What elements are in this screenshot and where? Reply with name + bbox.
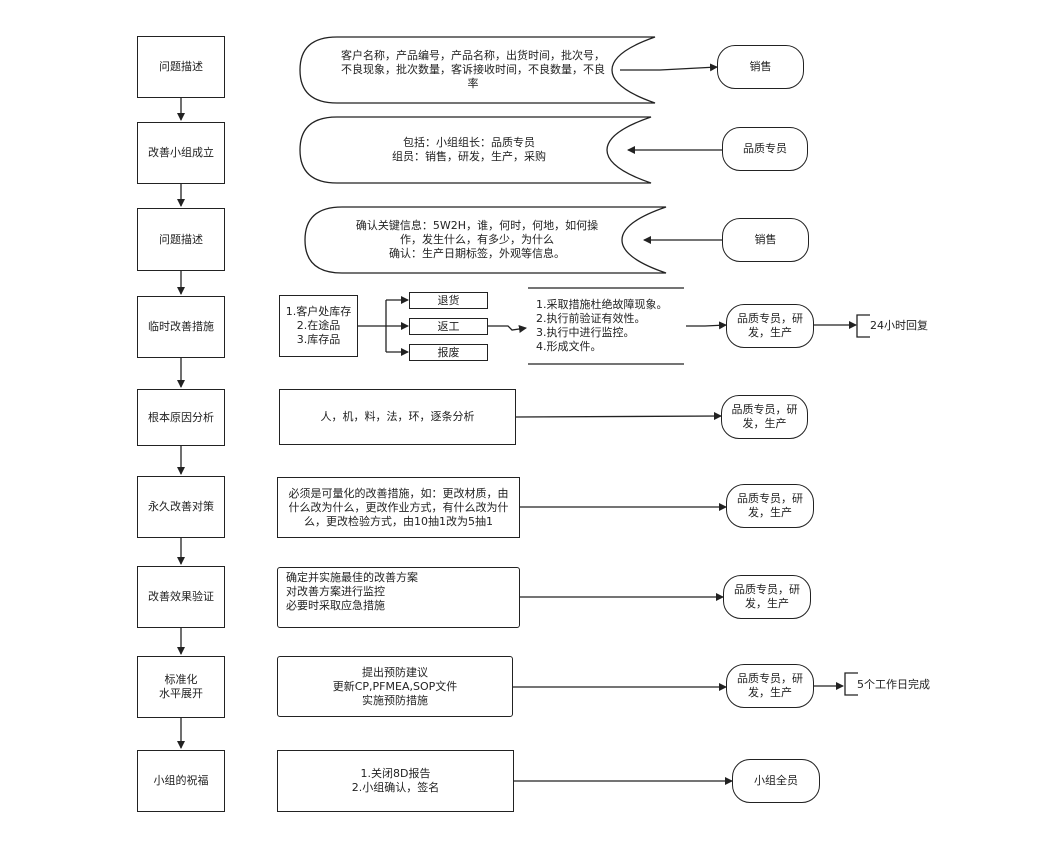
owner-sales-1: 销售 xyxy=(717,45,804,89)
note-text: 5个工作日完成 xyxy=(857,678,930,691)
content-temporary-actions: 1.采取措施杜绝故障现象。 2.执行前验证有效性。 3.执行中进行监控。 4.形… xyxy=(530,292,686,360)
owner-quality-rd-production-1: 品质专员，研发，生产 xyxy=(726,304,814,348)
step-label: 根本原因分析 xyxy=(148,410,214,424)
owner-quality-specialist: 品质专员 xyxy=(722,127,808,171)
owner-quality-rd-production-5: 品质专员，研发，生产 xyxy=(726,664,814,708)
owner-arrows xyxy=(513,63,857,785)
content-close-report: 1.关闭8D报告 2.小组确认，签名 xyxy=(277,750,514,812)
option-return: 退货 xyxy=(409,292,488,309)
owner-label: 销售 xyxy=(754,233,777,246)
step-label: 改善效果验证 xyxy=(148,590,214,603)
step-label: 小组的祝福 xyxy=(153,774,209,787)
content-root-cause: 人，机，料，法，环，逐条分析 xyxy=(279,389,516,445)
step-label: 问题描述 xyxy=(159,232,203,246)
step-problem-description-1: 问题描述 xyxy=(137,36,225,98)
content-text: 确定并实施最佳的改善方案 对改善方案进行监控 必要时采取应急措施 xyxy=(286,571,418,612)
content-verification: 确定并实施最佳的改善方案 对改善方案进行监控 必要时采取应急措施 xyxy=(277,567,520,628)
owner-quality-rd-production-4: 品质专员，研发，生产 xyxy=(723,575,811,619)
step-team-formation: 改善小组成立 xyxy=(137,122,225,184)
owner-sales-2: 销售 xyxy=(722,218,809,262)
content-key-info: 确认关键信息：5W2H，谁，何时，何地，如何操作，发生什么，有多少，为什么 确认… xyxy=(345,212,609,268)
step-temporary-measures: 临时改善措施 xyxy=(137,296,225,358)
option-label: 退货 xyxy=(437,293,460,307)
step-effect-verification: 改善效果验证 xyxy=(137,566,225,628)
owner-quality-rd-production-2: 品质专员，研发，生产 xyxy=(721,395,808,439)
owner-label: 品质专员，研发，生产 xyxy=(737,672,803,699)
content-text: 确认关键信息：5W2H，谁，何时，何地，如何操作，发生什么，有多少，为什么 确认… xyxy=(355,219,599,260)
content-team-members: 包括：小组组长：品质专员 组员：销售，研发，生产，采购 xyxy=(336,124,602,176)
stored-data-shape-2 xyxy=(299,116,652,184)
option-label: 报废 xyxy=(437,345,460,359)
actions-rules xyxy=(528,287,684,365)
owner-label: 品质专员，研发，生产 xyxy=(737,312,803,339)
step-problem-description-2: 问题描述 xyxy=(137,208,225,271)
content-text: 人，机，料，法，环，逐条分析 xyxy=(320,410,475,423)
option-rework: 返工 xyxy=(409,318,488,335)
content-standardization: 提出预防建议 更新CP,PFMEA,SOP文件 实施预防措施 xyxy=(277,656,513,717)
step-team-congratulation: 小组的祝福 xyxy=(137,750,225,812)
content-text: 必须是可量化的改善措施，如：更改材质，由什么改为什么，更改作业方式，有什么改为什… xyxy=(288,486,509,528)
step-permanent-countermeasures: 永久改善对策 xyxy=(137,476,225,538)
step-label: 永久改善对策 xyxy=(148,500,214,513)
stored-data-shape-3 xyxy=(304,206,667,274)
content-text: 提出预防建议 更新CP,PFMEA,SOP文件 实施预防措施 xyxy=(332,665,458,707)
step-standardization: 标准化 水平展开 xyxy=(137,656,225,718)
annotation-brackets xyxy=(844,314,870,696)
content-complaint-info: 客户名称，产品编号，产品名称，出货时间，批次号，不良现象，批次数量，客诉接收时间… xyxy=(336,42,610,98)
owner-label: 小组全员 xyxy=(754,774,798,787)
option-label: 返工 xyxy=(437,319,460,333)
note-5-workdays: 5个工作日完成 xyxy=(857,676,947,694)
content-permanent-measures: 必须是可量化的改善措施，如：更改材质，由什么改为什么，更改作业方式，有什么改为什… xyxy=(277,477,520,538)
step-label: 改善小组成立 xyxy=(148,146,214,159)
content-text: 包括：小组组长：品质专员 组员：销售，研发，生产，采购 xyxy=(392,136,546,163)
owner-label: 品质专员 xyxy=(743,142,787,155)
option-scrap: 报废 xyxy=(409,344,488,361)
step-label: 标准化 水平展开 xyxy=(159,673,203,700)
note-text: 24小时回复 xyxy=(870,319,928,332)
stored-data-shapes xyxy=(299,36,667,274)
stored-data-shape-1 xyxy=(299,36,656,104)
owner-label: 品质专员，研发，生产 xyxy=(731,403,798,430)
content-text: 1.采取措施杜绝故障现象。 2.执行前验证有效性。 3.执行中进行监控。 4.形… xyxy=(536,298,668,353)
owner-label: 销售 xyxy=(749,60,772,73)
step-label: 临时改善措施 xyxy=(148,320,214,333)
step-root-cause-analysis: 根本原因分析 xyxy=(137,389,225,446)
content-text: 客户名称，产品编号，产品名称，出货时间，批次号，不良现象，批次数量，客诉接收时间… xyxy=(341,49,605,90)
content-text: 1.客户处库存 2.在途品 3.库存品 xyxy=(285,305,352,346)
owner-all-team: 小组全员 xyxy=(732,759,820,803)
note-24h-reply: 24小时回复 xyxy=(870,317,940,335)
owner-label: 品质专员，研发，生产 xyxy=(734,583,800,610)
step-label: 问题描述 xyxy=(159,60,203,73)
content-stock-locations: 1.客户处库存 2.在途品 3.库存品 xyxy=(279,295,358,357)
branch-connectors xyxy=(358,296,527,356)
content-text: 1.关闭8D报告 2.小组确认，签名 xyxy=(351,767,440,794)
owner-label: 品质专员，研发，生产 xyxy=(737,492,803,519)
owner-quality-rd-production-3: 品质专员，研发，生产 xyxy=(726,484,814,528)
